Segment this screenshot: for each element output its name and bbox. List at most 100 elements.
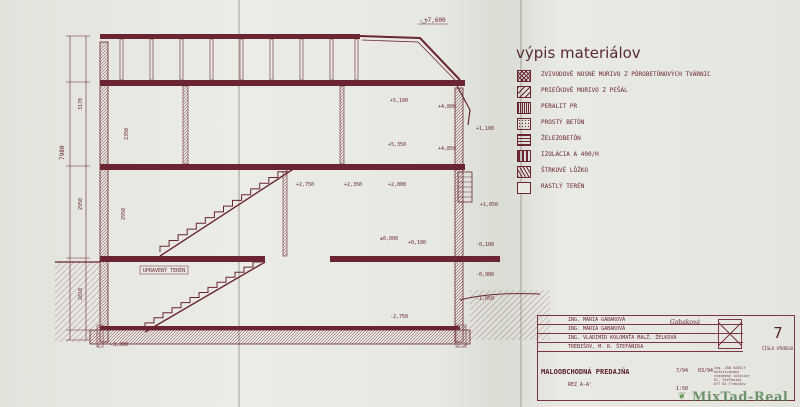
- title-row-value: ING. MÁRIA GABAKOVÁ: [568, 326, 626, 332]
- stair-steps: [159, 165, 296, 252]
- earth-left: [55, 262, 101, 342]
- sheet-caption: ČÍSLO VÝKRESU: [762, 346, 794, 351]
- title-block: ING. MÁRIA GABAKOVÁ ING. MÁRIA GABAKOVÁ …: [537, 315, 795, 401]
- dim-top: 3170: [78, 98, 84, 110]
- legend-title: výpis materiálov: [516, 44, 641, 62]
- title-row: ING. MÁRIA GABAKOVÁ: [538, 316, 743, 325]
- date-right: 03/94: [698, 368, 714, 374]
- title-row: TREBIŠOV, M. R. ŠTEFÁNIKA: [538, 343, 743, 352]
- level-6: +2,000: [388, 182, 406, 188]
- exterior-step-lines: [458, 176, 472, 198]
- stamp-line: stavebný inžinier: [714, 374, 750, 378]
- stair-slab-lower: [144, 261, 266, 333]
- level-12: -0,900: [476, 272, 494, 278]
- title-row: ING. MÁRIA GABAKOVÁ: [538, 325, 743, 334]
- legend-swatch: [517, 150, 531, 162]
- sheet-number: 7: [773, 324, 783, 342]
- left-wall: [99, 41, 109, 343]
- staircase-upper: [159, 165, 296, 252]
- legend-swatch: [517, 134, 531, 146]
- level-15: +1,100: [476, 126, 494, 132]
- level-1: +5,100: [390, 98, 408, 104]
- right-wall: [454, 87, 464, 343]
- title-row-value: ING. MÁRIA GABAKOVÁ: [568, 317, 626, 323]
- footing-right: [455, 324, 467, 348]
- legend-label: ŽELEZOBETÓN: [541, 135, 581, 142]
- partition-upper-2: [339, 85, 345, 165]
- roof-edge: [359, 35, 461, 81]
- level-16: -2,750: [390, 314, 408, 320]
- title-row: ING. VLADIMÍR KOLOMAŤA MALŽ. ŽELKOVÁ: [538, 334, 743, 343]
- date-left: 7/94: [676, 368, 689, 374]
- roof-edge-inner: [361, 39, 456, 81]
- top-level-marker: [418, 19, 448, 25]
- gutter: [454, 81, 471, 126]
- legend-label: ZVIVODOVÉ NOSNÉ MURIVO Z PÓROBETÓNOVÝCH …: [541, 71, 711, 78]
- basement-floor: [100, 326, 460, 330]
- attic-beam: [100, 34, 360, 39]
- stair-slab-upper: [159, 165, 299, 257]
- project-name: MALOOBCHODNÁ PREDAJŇA: [541, 368, 630, 376]
- level-10: +0,100: [408, 240, 426, 246]
- legend-label: PROSTÝ BETÓN: [541, 119, 585, 126]
- legend-label: RASTLÝ TERÉN: [541, 183, 585, 190]
- stamp-line: Ing. JÁN VASELY: [714, 366, 746, 370]
- paper-fold: [520, 0, 522, 407]
- ground-floor-slab-right: [330, 256, 500, 262]
- level-11: -0,100: [476, 242, 494, 248]
- stair-steps: [144, 261, 262, 328]
- attic-post: [119, 38, 124, 81]
- grade-label: UPRAVENÝ TERÉN: [143, 266, 185, 274]
- stamp-line: Ul. Štefánika: [714, 378, 742, 382]
- attic-post: [239, 38, 244, 81]
- dimension-ticks: [66, 35, 90, 341]
- first-floor-slab-left: [100, 164, 290, 170]
- level-14: -3,300: [110, 342, 128, 348]
- dim-room-top: 2350: [124, 128, 130, 140]
- legend-swatch: [517, 86, 531, 98]
- level-13: -1,050: [476, 296, 494, 302]
- legend-swatch: [517, 118, 531, 130]
- legend-swatch: [517, 70, 531, 82]
- engineer-stamp: Ing. JÁN VASELY Autorizovaný stavebný in…: [714, 366, 758, 396]
- top-level: +7,600: [424, 17, 446, 24]
- grade-label-box: [139, 265, 189, 275]
- level-5: +2,350: [344, 182, 362, 188]
- legend-label: PERALIT PR: [541, 103, 578, 110]
- ground-floor-slab-left: [100, 256, 265, 262]
- attic-posts: [119, 38, 359, 81]
- attic-post: [149, 38, 154, 81]
- attic-post: [179, 38, 184, 81]
- legend-label: PRIEČKOVÉ MURIVO Z PEŠÁL: [541, 87, 628, 94]
- legend-swatch: [517, 166, 531, 178]
- signature: Gabaková: [670, 319, 701, 326]
- stamp-line: Autorizovaný: [714, 370, 740, 374]
- level-2: +4,800: [438, 104, 456, 110]
- attic-post: [209, 38, 214, 81]
- level-9: ±0,000: [380, 236, 398, 242]
- level-4: +4,850: [438, 146, 456, 152]
- roof-slab: [100, 80, 465, 86]
- level-7: +1,050: [480, 202, 498, 208]
- dim-overall: 7980: [59, 145, 66, 160]
- level-3: +5,350: [388, 142, 406, 148]
- footing-left: [96, 324, 104, 348]
- partition-middle: [282, 171, 288, 257]
- attic-post: [329, 38, 334, 81]
- legend-label: IZOLÁCIA A 400/H: [541, 151, 599, 158]
- dim-middle: 2950: [78, 198, 84, 210]
- stamp-line: 077 01 Trebišov: [714, 382, 746, 386]
- dim-bottom: 2810: [78, 288, 84, 300]
- grade-line-right: [459, 293, 541, 301]
- title-row-value: ING. VLADIMÍR KOLOMAŤA MALŽ. ŽELKOVÁ: [568, 335, 677, 341]
- drawing-symbol: [718, 319, 742, 349]
- dim-room-mid: 2950: [121, 208, 127, 220]
- legend-swatch: [517, 102, 531, 114]
- legend-swatch: [517, 182, 531, 194]
- scale: 1:50: [676, 386, 689, 392]
- earth-right: [470, 290, 550, 340]
- title-row-value: TREBIŠOV, M. R. ŠTEFÁNIKA: [568, 344, 644, 350]
- staircase-lower: [144, 261, 262, 328]
